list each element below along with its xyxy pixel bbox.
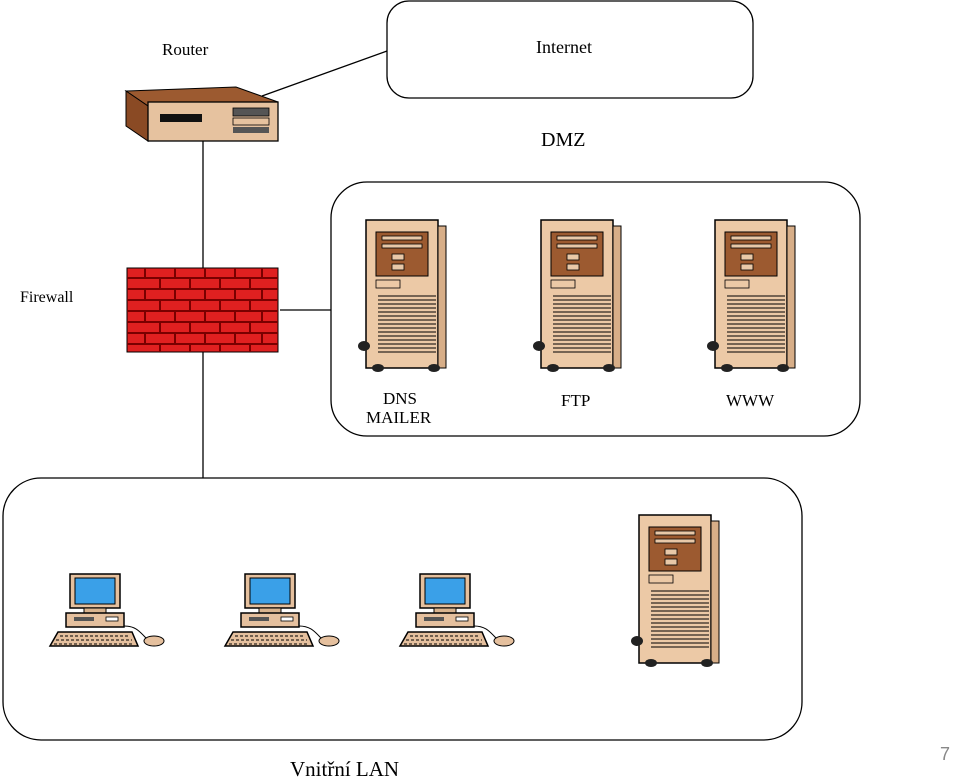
www-label: WWW bbox=[726, 391, 775, 410]
server-icon-dns bbox=[357, 219, 447, 373]
ftp-label: FTP bbox=[561, 391, 591, 410]
firewall-label: Firewall bbox=[20, 289, 74, 306]
internet-label: Internet bbox=[536, 37, 592, 57]
dns-label: DNS bbox=[383, 389, 418, 408]
internet-box bbox=[386, 0, 754, 99]
lan-zone bbox=[2, 477, 803, 741]
lan-label: Vnitřní LAN bbox=[290, 757, 400, 781]
connection-lines bbox=[202, 50, 388, 478]
mailer-label: MAILER bbox=[366, 408, 432, 427]
server-icon-www bbox=[706, 219, 796, 373]
firewall-icon bbox=[126, 267, 279, 353]
page-number: 7 bbox=[940, 744, 951, 764]
dmz-label: DMZ bbox=[541, 129, 586, 151]
server-icon-lan bbox=[630, 514, 720, 668]
link-router-internet bbox=[261, 50, 388, 97]
server-icon-ftp bbox=[532, 219, 622, 373]
router-label: Router bbox=[162, 40, 209, 59]
router-icon bbox=[124, 86, 279, 142]
